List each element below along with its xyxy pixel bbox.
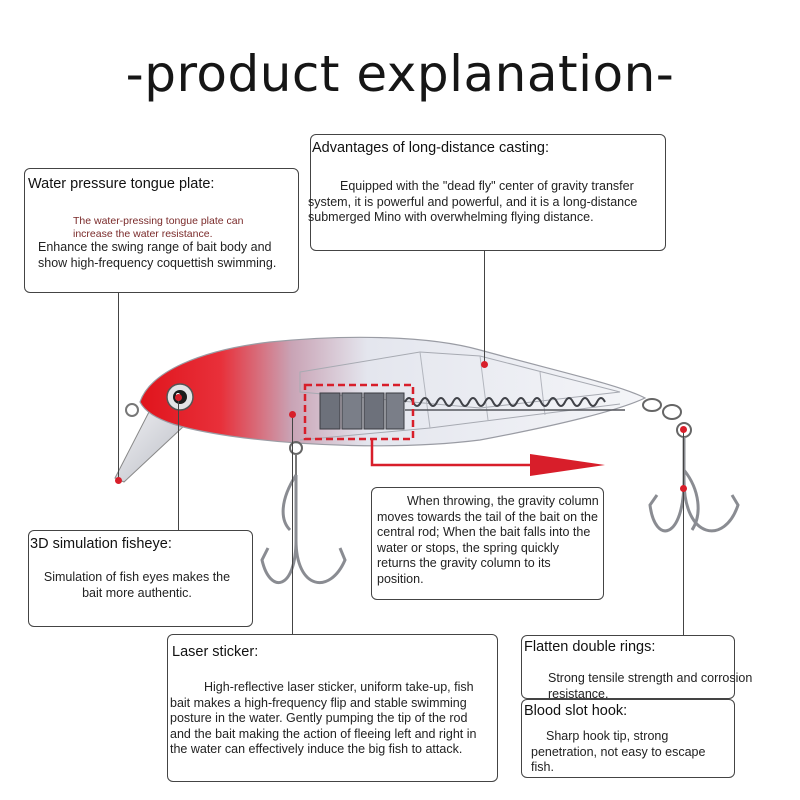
marker-dot-hook bbox=[680, 485, 687, 492]
callout-fisheye: 3D simulation fisheye: Simulation of fis… bbox=[28, 530, 253, 627]
callout-laser-sticker-title: Laser sticker: bbox=[172, 644, 259, 660]
leader-line-rings bbox=[683, 430, 684, 635]
callout-tongue-plate-title: Water pressure tongue plate: bbox=[28, 176, 215, 192]
leader-line-casting bbox=[484, 250, 485, 365]
callout-blood-slot-hook-title: Blood slot hook: bbox=[524, 703, 628, 719]
marker-dot-fisheye bbox=[175, 394, 182, 401]
callout-blood-slot-hook-text: Sharp hook tip, strong penetration, not … bbox=[531, 729, 706, 774]
callout-double-rings-text: Strong tensile strength and corrosion re… bbox=[548, 671, 753, 701]
page-title: -product explanation- bbox=[125, 45, 675, 103]
callout-long-distance-casting: Advantages of long-distance casting: Equ… bbox=[308, 134, 666, 251]
callout-fisheye-title: 3D simulation fisheye: bbox=[30, 536, 172, 552]
marker-dot-rings bbox=[680, 426, 687, 433]
leader-line-fisheye bbox=[178, 400, 179, 530]
callout-fisheye-text: Simulation of fish eyes makes the bait m… bbox=[43, 570, 231, 600]
callout-blood-slot-hook: Blood slot hook: Sharp hook tip, strong … bbox=[521, 699, 735, 778]
callout-double-rings-title: Flatten double rings: bbox=[524, 639, 656, 655]
marker-dot-laser bbox=[289, 411, 296, 418]
callout-long-distance-casting-text: Equipped with the "dead fly" center of g… bbox=[308, 179, 638, 224]
marker-dot-casting bbox=[481, 361, 488, 368]
callout-tongue-plate: Water pressure tongue plate: The water-p… bbox=[24, 168, 299, 293]
callout-double-rings: Flatten double rings: Strong tensile str… bbox=[521, 635, 752, 701]
leader-line-tongue bbox=[118, 292, 119, 480]
leader-line-laser bbox=[292, 415, 293, 635]
callout-laser-sticker-text: High-reflective laser sticker, uniform t… bbox=[170, 680, 477, 756]
callout-long-distance-casting-title: Advantages of long-distance casting: bbox=[312, 140, 549, 156]
callout-gravity-column: When throwing, the gravity column moves … bbox=[371, 487, 604, 600]
callout-gravity-column-text: When throwing, the gravity column moves … bbox=[377, 494, 599, 586]
callout-laser-sticker: Laser sticker: High-reflective laser sti… bbox=[167, 634, 498, 782]
marker-dot-tongue bbox=[115, 477, 122, 484]
callout-tongue-plate-text: Enhance the swing range of bait body and… bbox=[38, 240, 277, 270]
callout-tongue-plate-note: The water-pressing tongue plate can incr… bbox=[73, 215, 244, 240]
